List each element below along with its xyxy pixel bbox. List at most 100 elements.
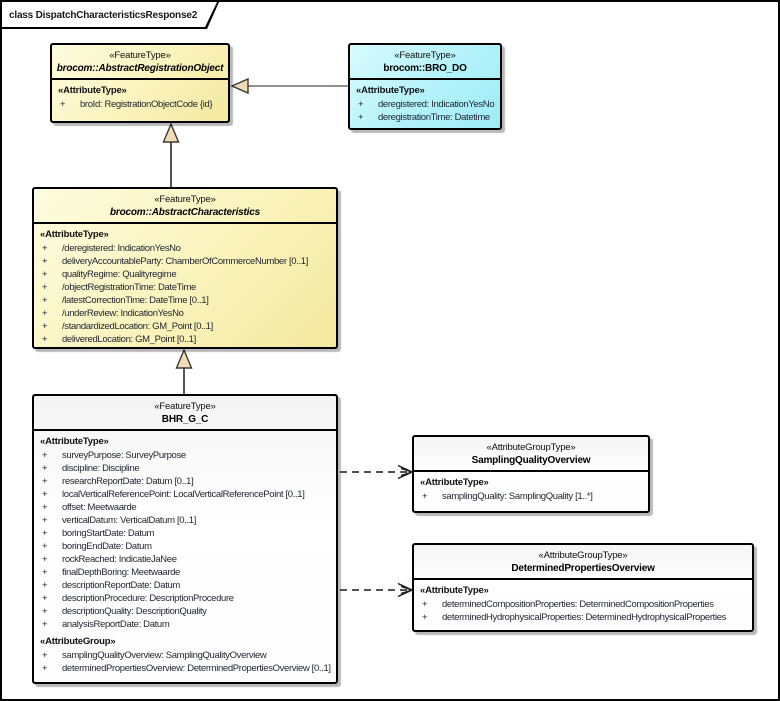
attribute-text: descriptionQuality: DescriptionQuality [62, 606, 207, 617]
attribute-row: +descriptionProcedure: DescriptionProced… [38, 592, 334, 605]
attribute-row: + offset: Meetwaarde [38, 501, 334, 514]
attribute-text: rockReached: IndicatieJaNee [62, 554, 177, 565]
attribute-row: +determinedCompositionProperties: Determ… [418, 598, 750, 611]
visibility: + [42, 502, 48, 513]
class-determined-properties-overview[interactable]: «AttributeGroupType» DeterminedPropertie… [412, 543, 754, 632]
attribute-row: + /latestCorrectionTime: DateTime [0..1] [38, 294, 334, 307]
attribute-text: deliveredLocation: GM_Point [0..1] [62, 334, 196, 345]
attribute-row: +verticalDatum: VerticalDatum [0..1] [38, 514, 334, 527]
visibility: + [358, 112, 364, 123]
attribute-text: deregistered: IndicationYesNo [378, 99, 495, 110]
visibility: + [42, 295, 48, 306]
attribute-row: + surveyPurpose: SurveyPurpose [38, 449, 334, 462]
attribute-row: + broId: RegistrationObjectCode {id} [56, 98, 226, 111]
attribute-row: + boringEndDate: Datum [38, 540, 334, 553]
diagram-title: class DispatchCharacteristicsResponse2 [9, 10, 198, 21]
attribute-text: /latestCorrectionTime: DateTime [0..1] [62, 295, 209, 306]
visibility: + [42, 334, 48, 345]
visibility: + [42, 606, 48, 617]
attribute-text: finalDepthBoring: Meetwaarde [62, 567, 180, 578]
class-abstract-characteristics[interactable]: «FeatureType» brocom::AbstractCharacteri… [32, 187, 338, 349]
class-header: «AttributeGroupType» DeterminedPropertie… [414, 545, 752, 580]
attribute-row: + /underReview: IndicationYesNo [38, 307, 334, 320]
attribute-text: deliveryAccountableParty: ChamberOfComme… [62, 256, 308, 267]
attribute-row: +localVerticalReferencePoint: LocalVerti… [38, 488, 334, 501]
class-header: «FeatureType» brocom::AbstractCharacteri… [34, 189, 336, 224]
visibility: + [42, 243, 48, 254]
section-label: «AttributeType» [40, 229, 109, 240]
attribute-text: /deregistered: IndicationYesNo [62, 243, 181, 254]
attribute-compartment: «AttributeType» +samplingQuality: Sampli… [414, 472, 648, 503]
class-name: BHR_G_C [161, 414, 209, 425]
attribute-compartment: «AttributeType» + broId: RegistrationObj… [52, 80, 228, 111]
attribute-row: + deliveredLocation: GM_Point [0..1] [38, 333, 334, 346]
visibility: + [42, 650, 48, 661]
attribute-compartment: «AttributeType» + /deregistered: Indicati… [34, 224, 336, 346]
attribute-text: boringStartDate: Datum [62, 528, 155, 539]
class-header: «FeatureType» brocom::AbstractRegistrati… [52, 45, 228, 80]
section-label: «AttributeType» [356, 85, 425, 96]
visibility: + [42, 308, 48, 319]
class-header: «AttributeGroupType» SamplingQualityOver… [414, 437, 648, 472]
attribute-text: broId: RegistrationObjectCode {id} [80, 99, 213, 110]
class-abstract-registration-object[interactable]: «FeatureType» brocom::AbstractRegistrati… [50, 43, 230, 123]
section-label: «AttributeType» [420, 585, 489, 596]
dependency-bhrgc-to-determinedpropertiesoverview[interactable] [340, 582, 414, 598]
visibility: + [42, 580, 48, 591]
dependency-bhrgc-to-samplingqualityoverview[interactable] [340, 464, 414, 480]
generalization-bhrgc-to-abstractcharacteristics[interactable] [175, 348, 193, 395]
attribute-row: +/standardizedLocation: GM_Point [0..1] [38, 320, 334, 333]
visibility: + [42, 321, 48, 332]
attribute-text: offset: Meetwaarde [62, 502, 137, 513]
attribute-text: boringEndDate: Datum [62, 541, 152, 552]
visibility: + [42, 593, 48, 604]
visibility: + [42, 663, 48, 674]
class-name: brocom::BRO_DO [383, 63, 467, 74]
class-bhr-g-c[interactable]: «FeatureType» BHR_G_C «AttributeType» +s… [32, 394, 338, 684]
generalization-abstractcharacteristics-to-abstractregistrationobject[interactable] [162, 122, 180, 189]
attribute-compartment: «AttributeType» + surveyPurpose: SurveyPu… [34, 431, 336, 675]
visibility: + [42, 476, 48, 487]
visibility: + [422, 599, 428, 610]
class-bro-do[interactable]: «FeatureType» brocom::BRO_DO «AttributeT… [348, 43, 502, 130]
visibility: + [42, 541, 48, 552]
generalization-brodo-to-abstractregistrationobject[interactable] [230, 77, 349, 95]
stereotype-label: «FeatureType» [109, 50, 171, 61]
visibility: + [42, 256, 48, 267]
class-sampling-quality-overview[interactable]: «AttributeGroupType» SamplingQualityOver… [412, 435, 650, 513]
attribute-text: determinedPropertiesOverview: Determined… [62, 663, 331, 674]
section-label: «AttributeType» [420, 477, 489, 488]
stereotype-label: «AttributeGroupType» [486, 442, 576, 453]
attribute-text: deregistrationTime: Datetime [378, 112, 490, 123]
attribute-row: +/objectRegistrationTime: DateTime [38, 281, 334, 294]
attribute-row: + deregistrationTime: Datetime [354, 111, 498, 124]
diagram-frame-tab: class DispatchCharacteristicsResponse2 [2, 2, 219, 29]
visibility: + [358, 99, 364, 110]
attribute-row: + /deregistered: IndicationYesNo [38, 242, 334, 255]
visibility: + [42, 554, 48, 565]
class-name: brocom::AbstractRegistrationObject [56, 63, 224, 74]
attribute-compartment: «AttributeType» + deregistered: Indicati… [350, 80, 500, 124]
attribute-row: +boringStartDate: Datum [38, 527, 334, 540]
visibility: + [422, 612, 428, 623]
attribute-text: discipline: Discipline [62, 463, 140, 474]
visibility: + [42, 450, 48, 461]
attribute-row: + finalDepthBoring: Meetwaarde [38, 566, 334, 579]
attribute-text: surveyPurpose: SurveyPurpose [62, 450, 186, 461]
attribute-row: + deliveryAccountableParty: ChamberOfComm… [38, 255, 334, 268]
stereotype-label: «FeatureType» [154, 194, 216, 205]
visibility: + [42, 463, 48, 474]
section-label: «AttributeType» [40, 436, 109, 447]
class-name: SamplingQualityOverview [471, 455, 591, 466]
attribute-text: descriptionReportDate: Datum [62, 580, 180, 591]
attribute-text: samplingQualityOverview: SamplingQuality… [62, 650, 267, 661]
attribute-text: localVerticalReferencePoint: LocalVertic… [62, 489, 305, 500]
attribute-row: + deregistered: IndicationYesNo [354, 98, 498, 111]
visibility: + [42, 619, 48, 630]
section-label: «AttributeType» [58, 85, 127, 96]
class-header: «FeatureType» brocom::BRO_DO [350, 45, 500, 80]
attribute-text: /underReview: IndicationYesNo [62, 308, 184, 319]
visibility: + [42, 567, 48, 578]
attribute-row: + discipline: Discipline [38, 462, 334, 475]
